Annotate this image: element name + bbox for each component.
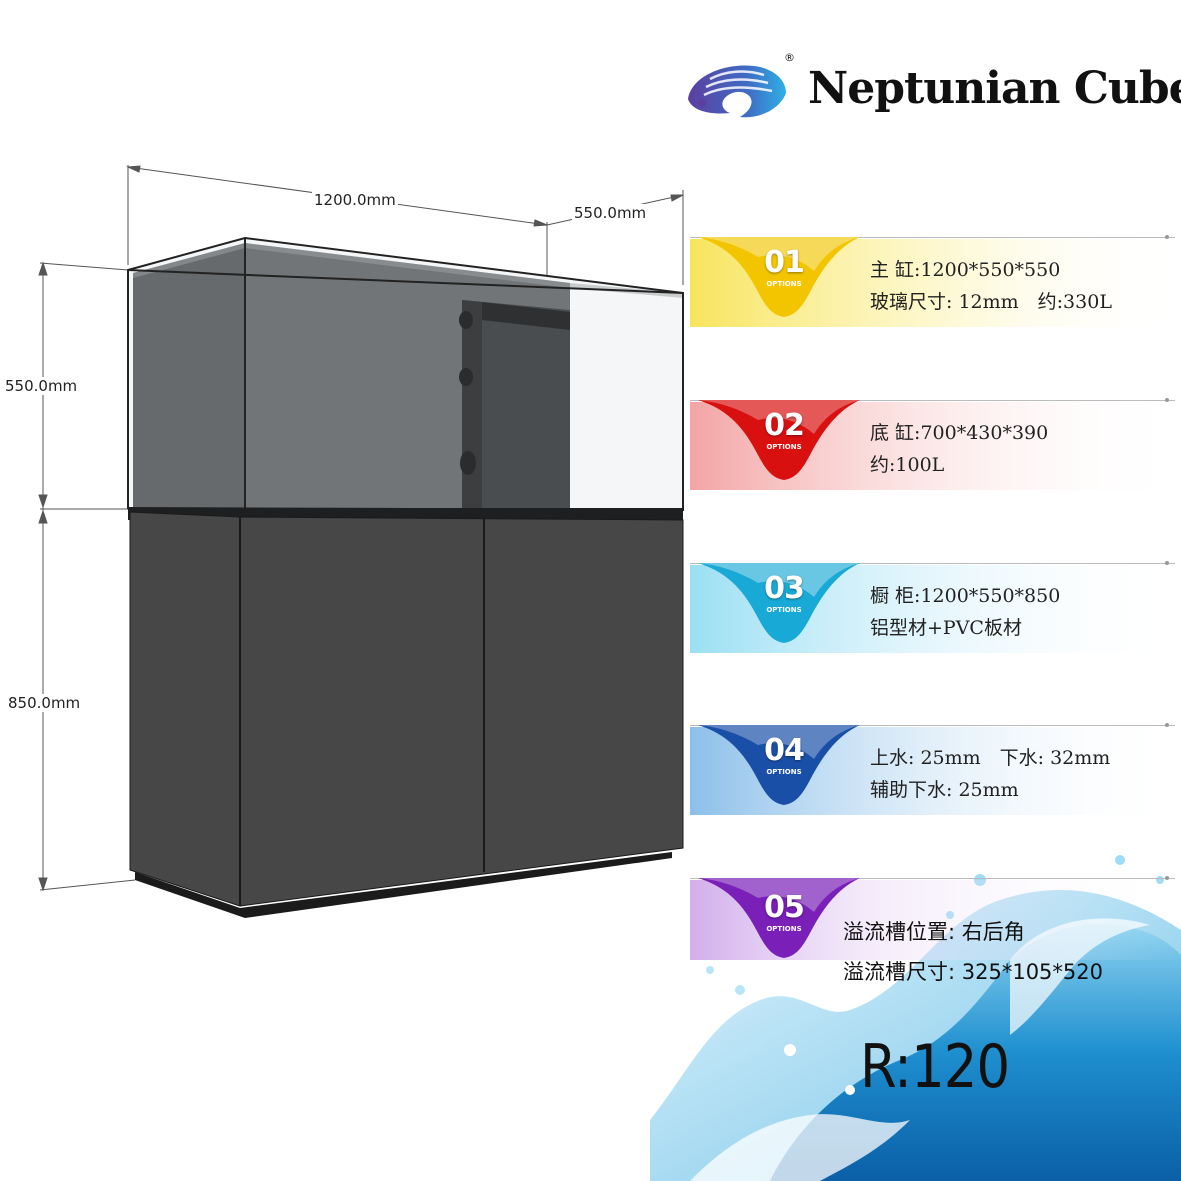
option-01-line-2: 玻璃尺寸: 12mm 约:330L	[870, 291, 1112, 313]
option-05-badge: 05 OPTIONS	[698, 878, 860, 964]
depth-dimension: 550.0mm	[572, 204, 649, 222]
shell-logo-icon	[688, 65, 786, 118]
option-05-line-2: 溢流槽尺寸: 325*105*520	[843, 960, 1103, 984]
option-02-line-1: 底 缸:700*430*390	[870, 422, 1049, 444]
option-01-line-1: 主 缸:1200*550*550	[870, 259, 1061, 281]
option-03-number: 03	[764, 571, 805, 606]
option-01-sublabel: OPTIONS	[766, 280, 802, 288]
model-number: R:120	[860, 1032, 1010, 1102]
option-05-line	[690, 876, 1175, 880]
option-05-line-1: 溢流槽位置: 右后角	[843, 920, 1025, 944]
option-03-line-1: 橱 柜:1200*550*850	[870, 585, 1061, 607]
registered-mark: ®	[784, 51, 795, 64]
option-01-badge: 01 OPTIONS	[698, 237, 860, 323]
option-02-number: 02	[764, 408, 805, 443]
option-05: 05 OPTIONS	[690, 876, 1181, 970]
option-01: 01 OPTIONS 主 缸:1200*550*550 玻璃尺寸: 12mm 约…	[690, 235, 1181, 329]
option-02-line	[690, 398, 1175, 402]
option-02-line-2: 约:100L	[870, 454, 945, 476]
cabinet-height-dimension: 850.0mm	[6, 694, 83, 712]
option-05-number: 05	[764, 890, 805, 925]
option-04: 04 OPTIONS 上水: 25mm 下水: 32mm 辅助下水: 25mm	[690, 723, 1181, 817]
aquarium-drawing	[38, 165, 684, 918]
option-03-sublabel: OPTIONS	[766, 606, 802, 614]
tank-height-dimension: 550.0mm	[3, 377, 80, 395]
option-03: 03 OPTIONS 橱 柜:1200*550*850 铝型材+PVC板材	[690, 561, 1181, 655]
option-04-number: 04	[764, 733, 805, 768]
option-02: 02 OPTIONS 底 缸:700*430*390 约:100L	[690, 398, 1181, 492]
option-05-sublabel: OPTIONS	[766, 925, 802, 933]
option-04-line-2: 辅助下水: 25mm	[870, 779, 1019, 801]
option-03-line-2: 铝型材+PVC板材	[870, 617, 1022, 639]
option-01-line	[690, 235, 1175, 239]
option-02-badge: 02 OPTIONS	[698, 400, 860, 486]
option-04-line	[690, 723, 1175, 727]
option-01-number: 01	[764, 245, 805, 280]
wave-background	[650, 855, 1181, 1181]
option-03-line	[690, 561, 1175, 565]
option-02-sublabel: OPTIONS	[766, 443, 802, 451]
option-03-badge: 03 OPTIONS	[698, 563, 860, 649]
width-dimension: 1200.0mm	[312, 191, 398, 209]
option-04-badge: 04 OPTIONS	[698, 725, 860, 811]
brand-logo: ® Neptunian Cube	[680, 51, 1181, 130]
option-04-sublabel: OPTIONS	[766, 768, 802, 776]
brand-name: Neptunian Cube	[808, 63, 1181, 114]
option-04-line-1: 上水: 25mm 下水: 32mm	[870, 747, 1111, 769]
